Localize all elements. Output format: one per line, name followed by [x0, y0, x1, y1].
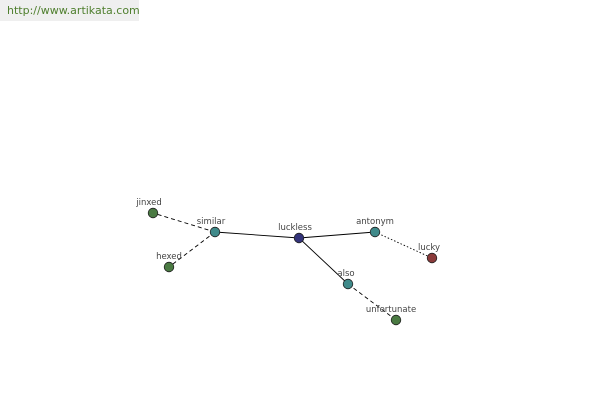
node-antonym[interactable]: antonym — [356, 217, 394, 238]
node-label-jinxed: jinxed — [135, 198, 162, 208]
node-circle-antonym[interactable] — [369, 226, 381, 238]
node-luckless[interactable]: luckless — [278, 223, 312, 244]
node-label-hexed: hexed — [156, 252, 182, 262]
node-label-unfortunate: unfortunate — [366, 305, 416, 315]
node-lucky[interactable]: lucky — [418, 243, 440, 264]
node-label-antonym: antonym — [356, 217, 394, 227]
edge-luckless-also — [298, 237, 349, 285]
nodes-layer: luckless similar antonym also jinxed hexed luc… — [135, 198, 440, 326]
node-similar[interactable]: similar — [197, 217, 226, 238]
node-also[interactable]: also — [337, 269, 355, 290]
edges-layer — [152, 212, 433, 321]
watermark-url: http://www.artikata.com — [0, 0, 140, 21]
node-jinxed[interactable]: jinxed — [135, 198, 162, 219]
node-circle-jinxed[interactable] — [147, 207, 159, 219]
node-unfortunate[interactable]: unfortunate — [366, 305, 416, 326]
node-label-lucky: lucky — [418, 243, 440, 253]
edge-also-unfortunate — [347, 283, 397, 321]
node-circle-similar[interactable] — [209, 226, 221, 238]
node-circle-also[interactable] — [342, 278, 354, 290]
node-label-luckless: luckless — [278, 223, 312, 233]
edge-similar-jinxed — [152, 212, 216, 233]
edge-luckless-similar — [214, 231, 300, 239]
node-circle-hexed[interactable] — [163, 261, 175, 273]
edge-luckless-antonym — [298, 231, 376, 239]
node-circle-lucky[interactable] — [426, 252, 438, 264]
node-label-also: also — [337, 269, 354, 279]
node-label-similar: similar — [197, 217, 226, 227]
node-hexed[interactable]: hexed — [156, 252, 182, 273]
node-circle-luckless[interactable] — [293, 232, 305, 244]
node-circle-unfortunate[interactable] — [390, 314, 402, 326]
edge-similar-hexed — [168, 231, 216, 268]
